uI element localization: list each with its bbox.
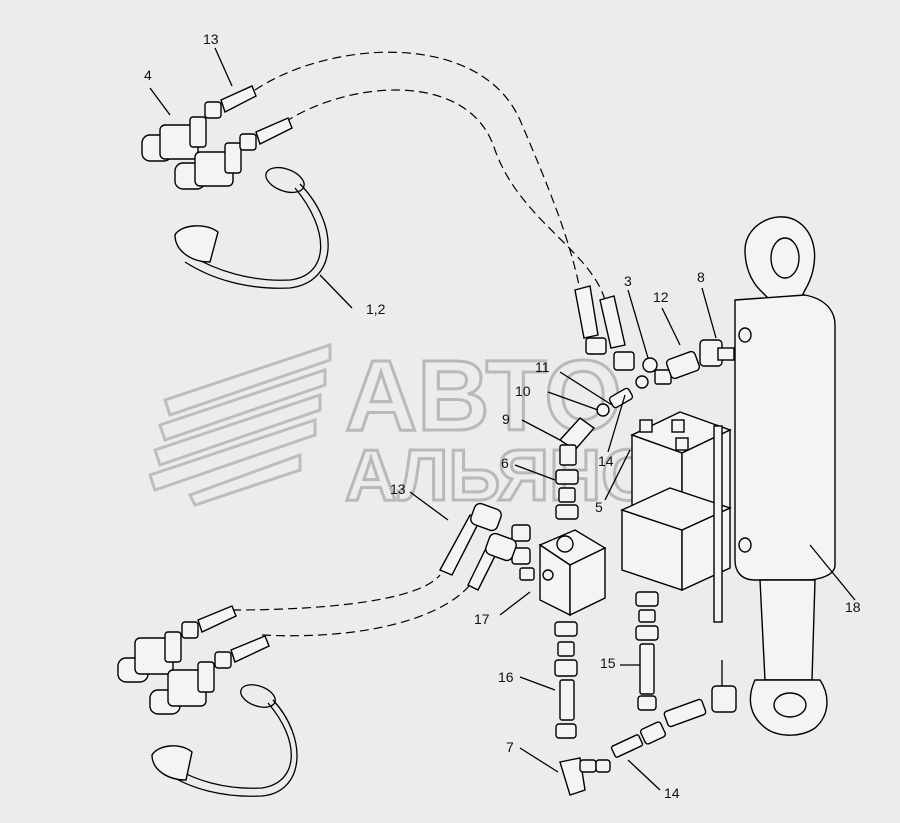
hose-lines	[231, 51, 606, 637]
callout-18: 18	[845, 599, 861, 615]
callout-13-mid: 13	[390, 481, 406, 497]
callout-16: 16	[498, 669, 514, 685]
watermark-line2: АЛЬЯНС	[345, 436, 653, 516]
quick-coupler-icon	[117, 631, 215, 715]
hydraulic-cylinder-icon	[734, 216, 836, 736]
callout-6: 6	[501, 455, 509, 471]
dust-cap-icon	[174, 166, 329, 289]
hose-end-icon	[204, 85, 293, 151]
elbow-fitting-icon	[554, 591, 737, 796]
elbow-fitting-icon	[555, 469, 579, 520]
quick-coupler-icon	[141, 116, 242, 190]
callout-15: 15	[600, 655, 616, 671]
callout-labels: 13 4 1,2 3 8 12 11 10 9 14 6 5 13 17 18 …	[144, 31, 861, 801]
callout-10: 10	[515, 383, 531, 399]
callout-14-top: 14	[598, 453, 614, 469]
callout-7: 7	[506, 739, 514, 755]
hose-end-icon	[439, 502, 517, 591]
hose-end-icon	[574, 285, 635, 371]
callout-1-2: 1,2	[366, 301, 386, 317]
leader-lines	[149, 47, 856, 791]
valve-block-icon	[511, 524, 607, 617]
dust-cap-icon	[151, 684, 298, 797]
callout-13-top: 13	[203, 31, 219, 47]
callout-14-bottom: 14	[664, 785, 680, 801]
callout-12: 12	[653, 289, 669, 305]
watermark-logo: АВТО АЛЬЯНС	[148, 339, 655, 518]
elbow-fitting-icon	[558, 339, 735, 466]
callout-4: 4	[144, 67, 152, 83]
callout-11: 11	[535, 359, 550, 375]
hose-end-icon	[181, 605, 270, 669]
valve-block-icon	[620, 411, 732, 623]
callout-9: 9	[502, 411, 510, 427]
callout-8: 8	[697, 269, 705, 285]
callout-17: 17	[474, 611, 490, 627]
callout-5: 5	[595, 499, 603, 515]
callout-3: 3	[624, 273, 632, 289]
